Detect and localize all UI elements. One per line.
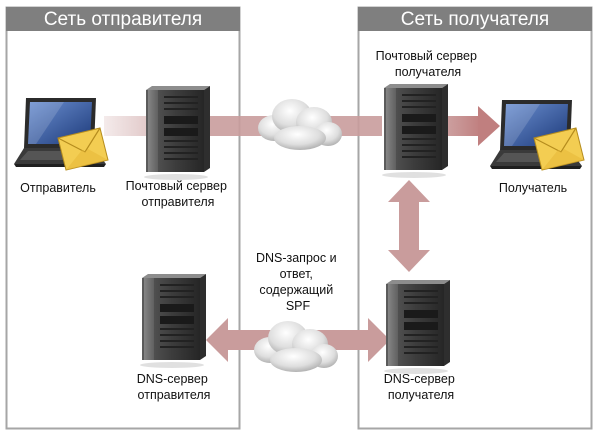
- sender-dns-server-label: DNS-сервер отправителя: [137, 372, 212, 402]
- sender-dns-server-icon: [140, 274, 206, 368]
- recipient-laptop-icon: [490, 100, 585, 171]
- recipient-label: Получатель: [499, 181, 567, 195]
- sender-network-title: Сеть отправителя: [44, 9, 202, 30]
- recipient-mail-server-label: Почтовый сервер получателя: [376, 49, 481, 79]
- recipient-network-title: Сеть получателя: [401, 9, 549, 30]
- sender-laptop-icon: [14, 98, 109, 171]
- sender-network-panel: Сеть отправителя: [5, 6, 241, 430]
- sender-mail-server-label: Почтовый сервер отправителя: [126, 179, 231, 209]
- sender-label: Отправитель: [20, 181, 96, 195]
- sender-mail-server-icon: [144, 86, 210, 180]
- dns-exchange-label: DNS-запрос и ответ, содержащий SPF: [256, 251, 340, 313]
- recipient-mail-server-icon: [382, 84, 448, 178]
- internet-cloud-top: [258, 99, 342, 150]
- recipient-dns-server-icon: [384, 280, 450, 374]
- internet-cloud-bottom: [254, 321, 338, 372]
- mail-to-dns-arrow: [388, 180, 430, 272]
- recipient-dns-server-label: DNS-сервер получателя: [384, 372, 459, 402]
